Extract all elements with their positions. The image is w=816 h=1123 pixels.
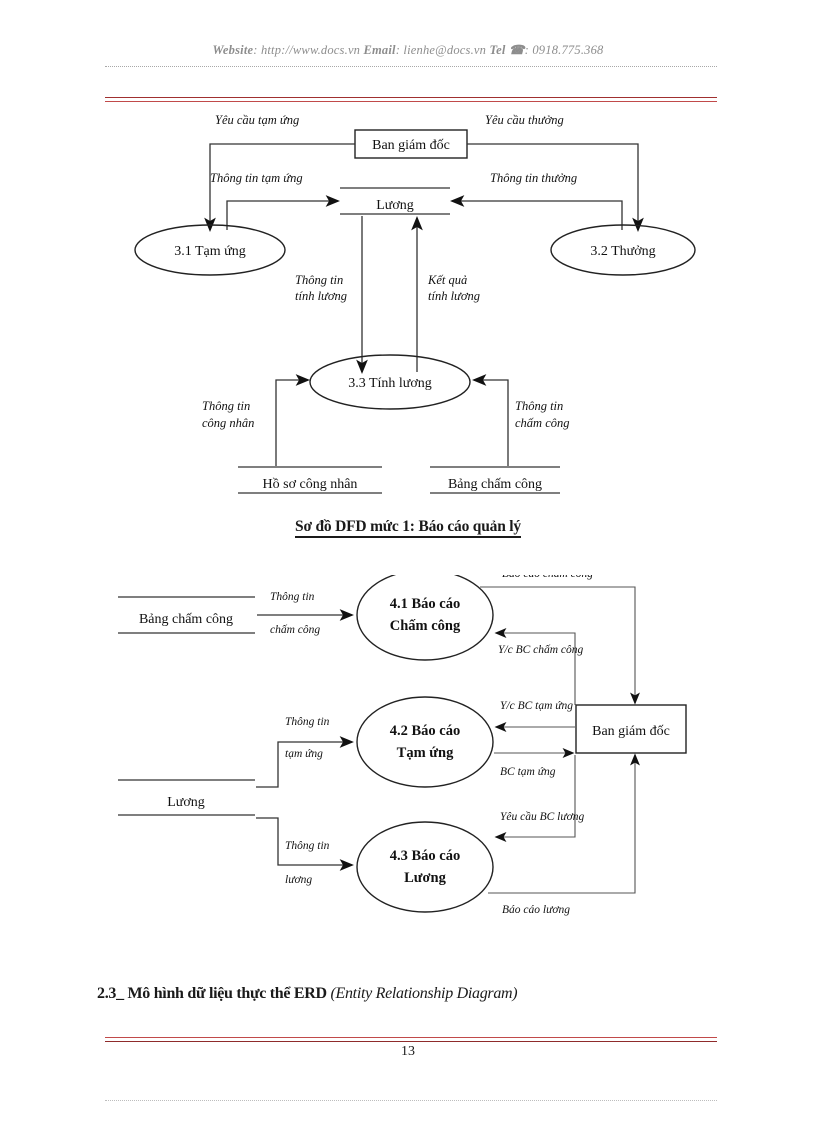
d2-external-entity-label: Ban giám đốc [592,724,670,739]
section-heading-number-title: 2.3_ Mô hình dữ liệu thực thể ERD [97,985,327,1002]
d1-store-luong-label: Lương [376,198,414,213]
d2-process-4-1-line2: Chấm công [390,618,461,634]
d2-process-4-3-line1: 4.3 Báo cáo [390,848,460,864]
d1-flow-yeu-cau-thuong: Yêu cầu thưởng [485,113,564,127]
d2-flow-bao-cao-cham-cong: Báo cáo chấm công [502,575,593,580]
footer-red-rule [105,1037,717,1042]
d1-flow-ket-qua-tinh-luong-1: Kết quả [427,273,467,287]
dfd-level1-caption-text: Sơ đồ DFD mức 1: Báo cáo quản lý [295,518,521,538]
d1-flow-thong-tin-tinh-luong-1: Thông tin [295,273,343,287]
dfd-report-diagram: Bảng chấm công Thông tin chấm công 4.1 B… [110,575,720,935]
d1-process-3-3-label: 3.3 Tính lương [348,376,432,391]
d1-store-bang-cham-cong-label: Bảng chấm công [448,477,542,492]
page-header: Website: http://www.docs.vn Email: lienh… [0,42,816,58]
header-email-label: Email [363,43,396,57]
d1-flow-thong-tin-thuong: Thông tin thưởng [490,171,577,185]
d2-process-4-2-line2: Tạm ứng [397,745,454,761]
d2-flow-yeu-cau-bc-luong: Yêu cầu BC lương [500,810,585,823]
header-tel-label: Tel ☎ [489,43,525,57]
d2-process-4-2-line1: 4.2 Báo cáo [390,723,460,739]
d1-external-entity-label: Ban giám đốc [372,138,450,153]
section-heading-subtitle: (Entity Relationship Diagram) [326,985,518,1002]
header-website-url: : http://www.docs.vn [253,43,361,57]
d2-flow-thong-tin-cham-cong-2: chấm công [270,623,320,636]
header-dotted-rule [105,66,717,67]
section-heading-erd: 2.3_ Mô hình dữ liệu thực thể ERD (Entit… [97,985,797,1003]
d2-flow-ylc-bc-cham-cong: Y/c BC chấm công [498,643,584,656]
header-email-value: : lienhe@docs.vn [395,43,487,57]
d2-flow-thong-tin-luong-1: Thông tin [285,840,330,852]
d2-store-luong-label: Lương [167,795,205,810]
d2-flow-bc-tam-ung: BC tạm ứng [500,766,556,778]
d1-flow-thong-tin-cham-cong-1: Thông tin [515,399,563,413]
dfd-level1-diagram: Ban giám đốc Yêu cầu tạm ứng Yêu cầu thư… [110,110,720,510]
d2-flow-thong-tin-luong-2: lương [285,874,312,886]
d1-flow-thong-tin-cham-cong-2: chấm công [515,416,570,430]
dfd-level1-caption: Sơ đồ DFD mức 1: Báo cáo quản lý [0,518,816,538]
d2-flow-thong-tin-tam-ung-2: tạm ứng [285,748,323,760]
d2-flow-bao-cao-luong: Báo cáo lương [502,904,570,916]
d2-store-bang-cham-cong-label: Bảng chấm công [139,612,233,627]
d2-flow-thong-tin-cham-cong-1: Thông tin [270,591,315,603]
footer-dotted-rule [105,1100,717,1101]
d2-process-4-3-line2: Lương [404,870,446,886]
d2-flow-ylc-bc-tam-ung: Y/c BC tạm ứng [500,700,573,712]
d1-process-3-2-label: 3.2 Thưởng [590,244,655,259]
d1-flow-thong-tin-cong-nhan-2: công nhân [202,416,254,430]
header-red-rule [105,97,717,102]
d2-process-4-1-line1: 4.1 Báo cáo [390,596,460,612]
header-website-label: Website [212,43,254,57]
d2-flow-thong-tin-tam-ung-1: Thông tin [285,716,330,728]
header-tel-value: : 0918.775.368 [524,43,604,57]
d1-process-3-1-label: 3.1 Tạm ứng [174,244,246,259]
d1-flow-yeu-cau-tam-ung: Yêu cầu tạm ứng [215,113,299,127]
d1-store-ho-so-cong-nhan-label: Hồ sơ công nhân [263,477,358,492]
page-number: 13 [401,1044,415,1059]
d1-flow-thong-tin-tinh-luong-2: tính lương [295,289,347,303]
d1-flow-thong-tin-cong-nhan-1: Thông tin [202,399,250,413]
d1-flow-ket-qua-tinh-luong-2: tính lương [428,289,480,303]
d1-flow-thong-tin-tam-ung: Thông tin tạm ứng [210,171,303,185]
